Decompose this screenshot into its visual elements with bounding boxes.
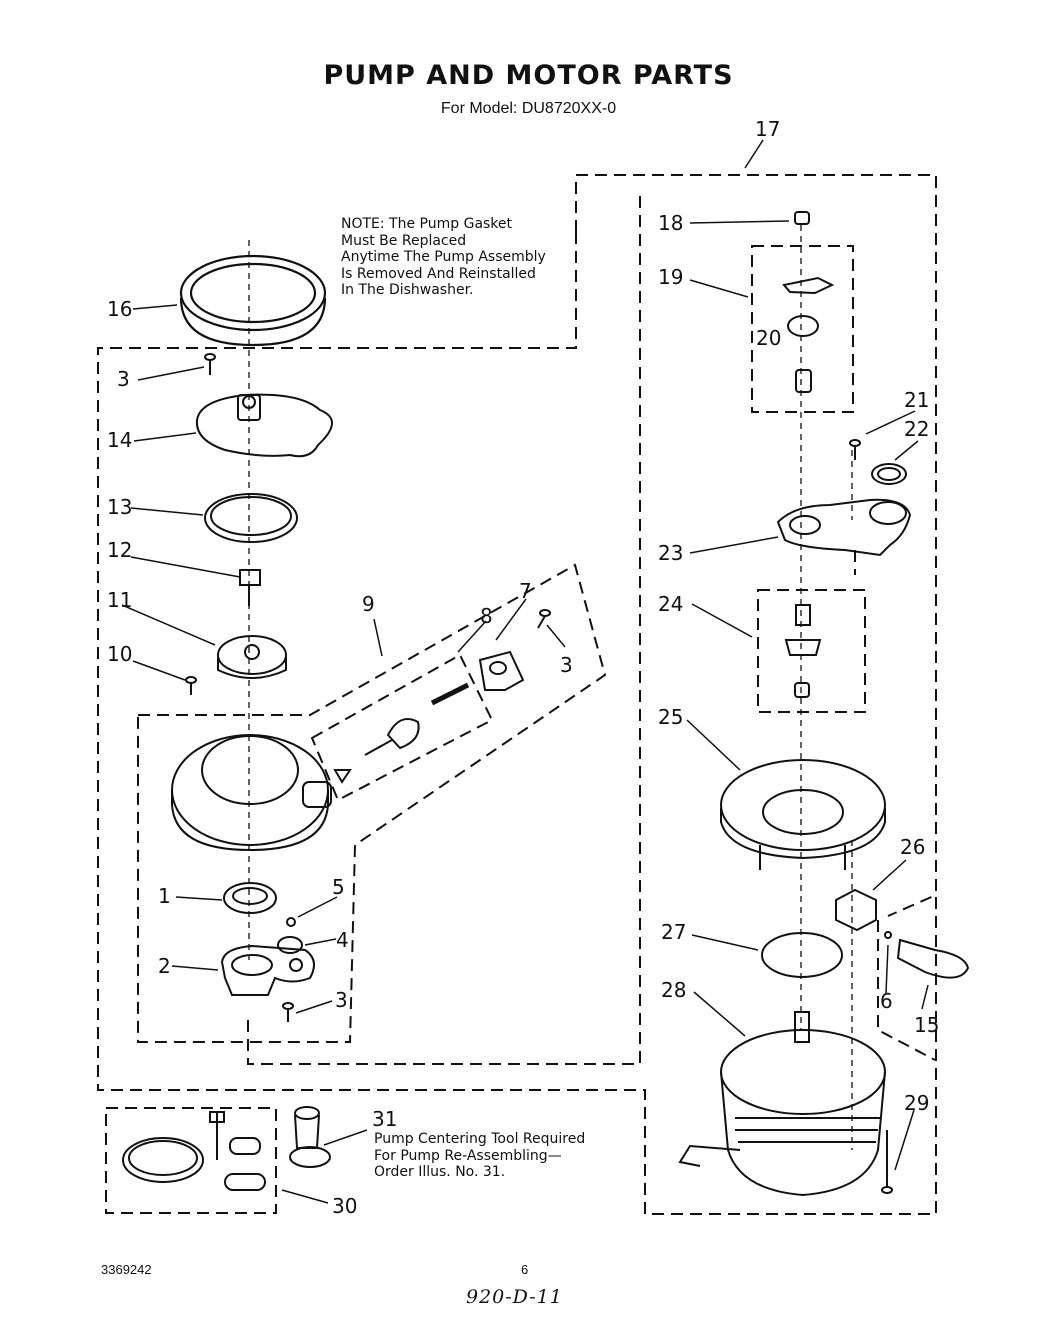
pump-base-part [220,944,315,996]
document-number: 3369242 [101,1262,152,1277]
leader-lines [121,139,929,1204]
callout-labels: 1 2 3 3 3 4 5 6 7 8 9 10 11 12 13 14 15 … [107,117,939,1218]
callout-26: 26 [900,835,925,859]
callout-28: 28 [661,978,686,1002]
callout-30: 30 [332,1194,357,1218]
note-line: NOTE: The Pump Gasket [341,216,513,232]
screw-part [204,353,216,375]
callout-25: 25 [658,705,683,729]
motor-sensor-part [884,931,970,979]
terminal-wire-boundary [877,920,936,1061]
callout-3: 3 [335,988,348,1012]
strainer-part [223,882,277,914]
callout-18: 18 [658,211,683,235]
callout-10: 10 [107,642,132,666]
pump-assembly-boundary [97,232,937,1215]
motor-shaft-part [784,604,822,698]
inner-motor-boundary [247,196,641,1065]
callout-21: 21 [904,388,929,412]
callout-16: 16 [107,297,132,321]
sub-assembly-9-boundary [137,563,607,1043]
shaft-group-24-boundary [757,589,866,713]
callout-6: 6 [880,989,893,1013]
callout-13: 13 [107,495,132,519]
callout-24: 24 [658,592,683,616]
tool-note-line: Pump Centering Tool Required [374,1131,586,1147]
page-title: PUMP AND MOTOR PARTS [323,60,734,91]
motor-bolt-part [881,1130,893,1194]
pump-housing-part [171,734,332,852]
pump-cover-part [195,393,333,458]
callout-12: 12 [107,538,132,562]
motor-group-boundary [575,174,937,895]
assembly-axes [248,225,853,1150]
callout-2: 2 [158,954,171,978]
note-line: In The Dishwasher. [341,282,474,298]
callout-3: 3 [117,367,130,391]
impeller-part [217,635,287,679]
callout-29: 29 [904,1091,929,1115]
callout-17: 17 [755,117,780,141]
o-ring-part [277,917,303,954]
callout-22: 22 [904,417,929,441]
screw-part [537,609,551,629]
mounting-plate-part [776,498,912,557]
seal-part [782,276,835,393]
callout-4: 4 [336,928,349,952]
bolt-part [239,569,261,606]
check-valve-part [333,650,525,784]
callout-31: 31 [372,1107,397,1131]
callout-5: 5 [332,875,345,899]
nut-part [794,211,810,225]
centering-tool-note: Pump Centering Tool Required For Pump Re… [374,1131,585,1181]
page-number: 6 [521,1262,529,1277]
screw-part [849,439,861,460]
callout-14: 14 [107,428,132,452]
tool-kit-30-boundary [105,1107,277,1214]
callout-20: 20 [756,326,781,350]
note-line: Is Removed And Reinstalled [341,265,536,282]
slinger-disc-part [761,932,843,978]
callout-11: 11 [107,588,132,612]
tool-note-line: For Pump Re-Assembling— [374,1147,562,1164]
screw-part [185,676,197,695]
check-valve-8-boundary [310,653,494,802]
handwritten-annotation: 920-D-11 [466,1286,563,1308]
note-line: Must Be Replaced [341,232,467,249]
grommet-part [871,463,907,485]
service-kit-parts [122,1111,266,1191]
centering-tool-part [289,1106,331,1168]
callout-3: 3 [560,653,573,677]
gasket-ring-part [204,493,298,543]
callout-15: 15 [914,1013,939,1037]
callout-27: 27 [661,920,686,944]
terminal-block-part [835,888,877,932]
gasket-note: NOTE: The Pump Gasket Must Be Replaced A… [341,216,546,299]
callout-19: 19 [658,265,683,289]
callout-7: 7 [519,579,532,603]
assembly-boundaries [97,174,937,1215]
motor-mount-part [720,759,886,870]
pump-gasket-part [179,254,327,347]
motor-part [678,1011,886,1197]
model-subtitle: For Model: DU8720XX-0 [440,100,617,117]
callout-23: 23 [658,541,683,565]
callout-8: 8 [480,604,493,628]
callout-1: 1 [158,884,171,908]
note-line: Anytime The Pump Assembly [341,249,546,265]
callout-9: 9 [362,592,375,616]
screw-part [282,1002,294,1022]
tool-note-line: Order Illus. No. 31. [374,1164,506,1180]
